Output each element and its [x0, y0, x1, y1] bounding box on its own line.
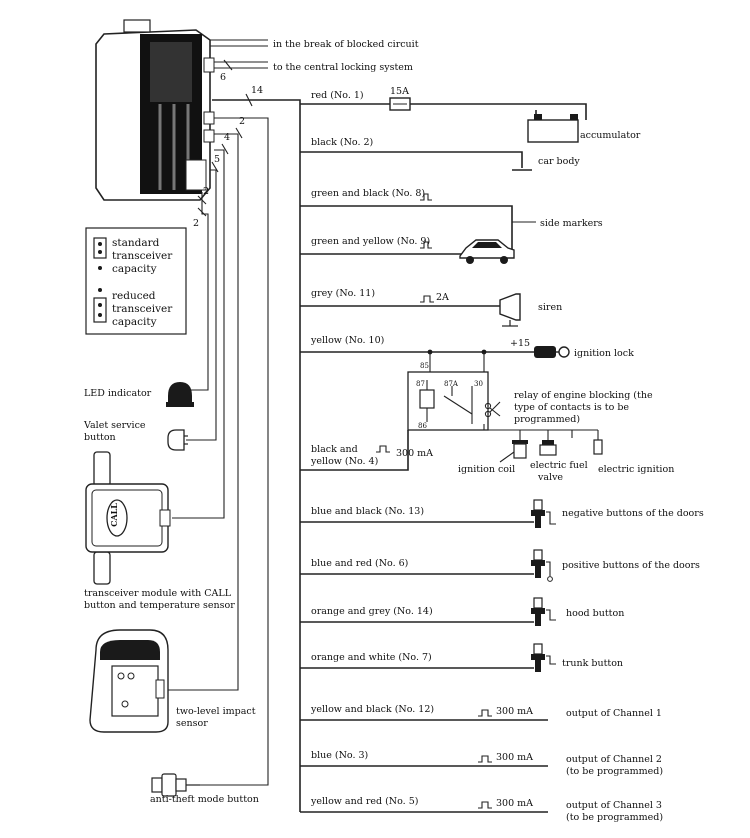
- relay-pin-87: 87: [416, 380, 425, 388]
- ignition-coil-label: ignition coil: [458, 464, 515, 475]
- jumper-reduced-label-3: capacity: [112, 316, 157, 328]
- wire-count-main: 14: [251, 85, 263, 96]
- ch3-current: 300 mA: [496, 798, 533, 809]
- wire-label-red: red (No. 1): [311, 90, 364, 101]
- wire-label-blue-red: blue and red (No. 6): [311, 558, 408, 569]
- valet-button-icon: [167, 429, 188, 451]
- call-button: CALL: [109, 503, 119, 527]
- top-connection-wires: [210, 39, 268, 71]
- wire-label-orange-white: orange and white (No. 7): [311, 652, 432, 663]
- ch2-label-1: output of Channel 2: [566, 754, 662, 765]
- siren-label: siren: [538, 302, 562, 313]
- wire-label-yellow: yellow (No. 10): [310, 335, 384, 346]
- hood-label: hood button: [566, 608, 624, 619]
- negative-door-button-icon: [531, 499, 556, 528]
- relay-pin-87a: 87A: [444, 380, 459, 388]
- led-indicator-icon: [166, 382, 194, 407]
- jumper-box: [85, 227, 187, 335]
- door-wires: [300, 521, 534, 669]
- fuse-rating: 15A: [390, 86, 409, 97]
- transceiver-label-2: button and temperature sensor: [84, 600, 235, 611]
- car-body-label: car body: [538, 156, 580, 167]
- wire-label-green-yellow: green and yellow (No. 9): [311, 236, 430, 247]
- ch2-label-2: (to be programmed): [566, 766, 663, 777]
- central-locking-label: to the central locking system: [273, 62, 413, 73]
- hood-button-icon: [531, 597, 556, 626]
- wire-label-orange-grey: orange and grey (No. 14): [311, 606, 433, 617]
- relay-pin-85: 85: [420, 362, 429, 370]
- positive-door-button-icon: [531, 549, 553, 582]
- trunk-button-icon: [531, 643, 556, 672]
- impact-sensor: [89, 629, 169, 733]
- ignition-lock-icon: [534, 346, 570, 358]
- ch2-current: 300 mA: [496, 752, 533, 763]
- fuel-valve-label-2: valve: [537, 472, 563, 483]
- wire-label-blue-black: blue and black (No. 13): [311, 506, 424, 517]
- main-control-unit: [95, 19, 215, 201]
- ignition-coil-icon: [512, 440, 528, 459]
- wire-label-blue: blue (No. 3): [311, 750, 368, 761]
- impact-label-1: two-level impact: [176, 706, 256, 717]
- scissors-icon: [484, 401, 501, 418]
- wire-count-locking: 6: [220, 72, 226, 83]
- wire-count-c: 5: [214, 154, 220, 165]
- positive-doors-label: positive buttons of the doors: [562, 560, 700, 571]
- jumper-standard-label-1: standard: [112, 237, 160, 249]
- jumper-standard-label-2: transceiver: [112, 250, 173, 262]
- negative-doors-label: negative buttons of the doors: [562, 508, 704, 519]
- channel-wires: [300, 709, 548, 813]
- relay-label-2: type of contacts is to be: [514, 402, 629, 413]
- trunk-label: trunk button: [562, 658, 623, 669]
- engine-block-relay: [407, 349, 599, 440]
- relay-pin-30: 30: [474, 380, 483, 388]
- wire-label-green-black: green and black (No. 8): [311, 188, 425, 199]
- ignition-lock-label: ignition lock: [574, 348, 634, 359]
- accumulator-icon: [527, 114, 579, 143]
- jumper-reduced-label-1: reduced: [112, 290, 156, 302]
- wire-label-grey: grey (No. 11): [311, 288, 375, 299]
- electric-ignition-icon: [593, 439, 603, 455]
- ch1-current: 300 mA: [496, 706, 533, 717]
- fuel-valve-icon: [539, 440, 557, 456]
- wire-label-black-yellow-2: yellow (No. 4): [310, 456, 378, 467]
- blocked-circuit-label: in the break of blocked circuit: [273, 39, 419, 50]
- ch1-label: output of Channel 1: [566, 708, 662, 719]
- antitheft-button-icon: [151, 773, 200, 797]
- plus15-label: +15: [510, 338, 530, 349]
- car-icon: [459, 239, 515, 264]
- relay-label-3: programmed): [514, 414, 580, 425]
- wire-count-e: 2: [193, 218, 199, 229]
- wire-count-b: 4: [224, 132, 230, 143]
- relay-pin-86: 86: [418, 422, 427, 430]
- wire-label-black: black (No. 2): [311, 137, 373, 148]
- jumper-reduced-label-2: transceiver: [112, 303, 173, 315]
- wire-label-black-yellow-1: black and: [311, 444, 358, 455]
- ch3-label-2: (to be programmed): [566, 812, 663, 823]
- wire-label-yellow-black: yellow and black (No. 12): [310, 704, 434, 715]
- left-branch-wires: [162, 117, 269, 786]
- relay-current: 300 mA: [396, 448, 433, 459]
- valet-label-2: button: [84, 432, 116, 443]
- transceiver-module: [85, 451, 171, 585]
- wire-label-yellow-red: yellow and red (No. 5): [310, 796, 418, 807]
- accumulator-label: accumulator: [580, 130, 641, 141]
- impact-label-2: sensor: [176, 718, 208, 729]
- fuse-icon: [389, 97, 411, 111]
- wire-count-d: 2: [203, 186, 209, 197]
- led-label: LED indicator: [84, 388, 152, 399]
- valet-label-1: Valet service: [83, 420, 146, 431]
- siren-current: 2A: [436, 292, 449, 303]
- jumper-standard-label-3: capacity: [112, 263, 157, 275]
- side-markers-label: side markers: [540, 218, 603, 229]
- siren-icon: [499, 293, 521, 327]
- relay-label-1: relay of engine blocking (the: [514, 390, 653, 401]
- antitheft-label: anti-theft mode button: [150, 794, 259, 805]
- fuel-valve-label-1: electric fuel: [530, 460, 588, 471]
- wire-count-a: 2: [239, 116, 245, 127]
- electric-ignition-label: electric ignition: [598, 464, 674, 475]
- ch3-label-1: output of Channel 3: [566, 800, 662, 811]
- transceiver-label-1: transceiver module with CALL: [84, 588, 232, 599]
